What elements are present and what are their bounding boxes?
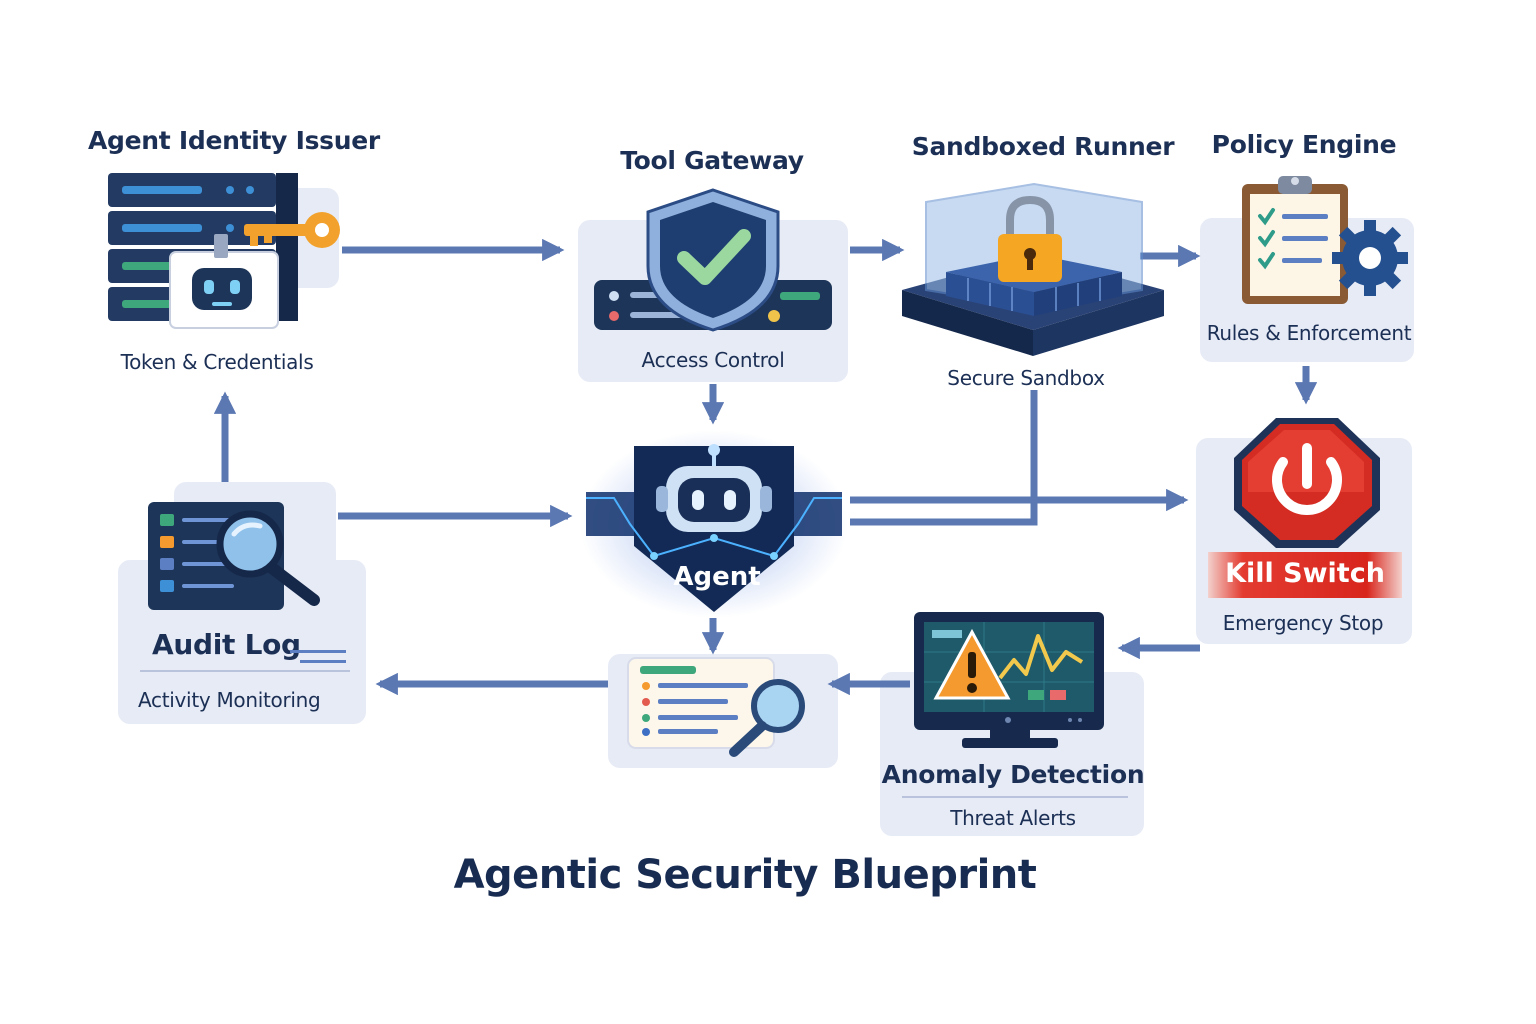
sandbox-subtitle: Secure Sandbox	[947, 366, 1105, 390]
robot-icon	[580, 430, 848, 618]
kill-switch-band	[1208, 552, 1402, 598]
policy-title: Policy Engine	[1211, 130, 1397, 159]
sandbox-title: Sandboxed Runner	[911, 132, 1175, 161]
audit-underline-2	[300, 660, 346, 663]
gateway-title: Tool Gateway	[620, 146, 804, 175]
identity-subtitle: Token & Credentials	[120, 350, 314, 374]
gateway-subtitle: Access Control	[641, 348, 785, 372]
clipboard-gear-icon	[1242, 176, 1408, 304]
page-title: Agentic Security Blueprint	[453, 852, 1037, 898]
shield-check-icon	[594, 188, 832, 332]
audit-underline-1	[290, 650, 346, 653]
warning-monitor-icon	[914, 612, 1104, 748]
anomaly-subtitle: Threat Alerts	[950, 806, 1076, 830]
anomaly-title: Anomaly Detection	[881, 760, 1145, 789]
log-search-icon	[148, 502, 320, 610]
audit-subtitle: Activity Monitoring	[138, 688, 321, 712]
lock-sandbox-icon	[902, 182, 1164, 356]
document-search-icon	[627, 657, 805, 757]
killswitch-subtitle: Emergency Stop	[1222, 611, 1384, 635]
agent-label: Agent	[673, 562, 761, 592]
policy-subtitle: Rules & Enforcement	[1206, 321, 1412, 345]
killswitch-title: Kill Switch	[1225, 558, 1385, 589]
anomaly-divider	[902, 796, 1128, 798]
server-key-robot-icon	[108, 173, 340, 329]
sandbox-return-line	[850, 390, 1038, 526]
identity-title: Agent Identity Issuer	[88, 126, 380, 155]
power-stop-icon	[1234, 418, 1380, 548]
audit-divider	[140, 670, 350, 672]
audit-title: Audit Log	[152, 628, 301, 661]
